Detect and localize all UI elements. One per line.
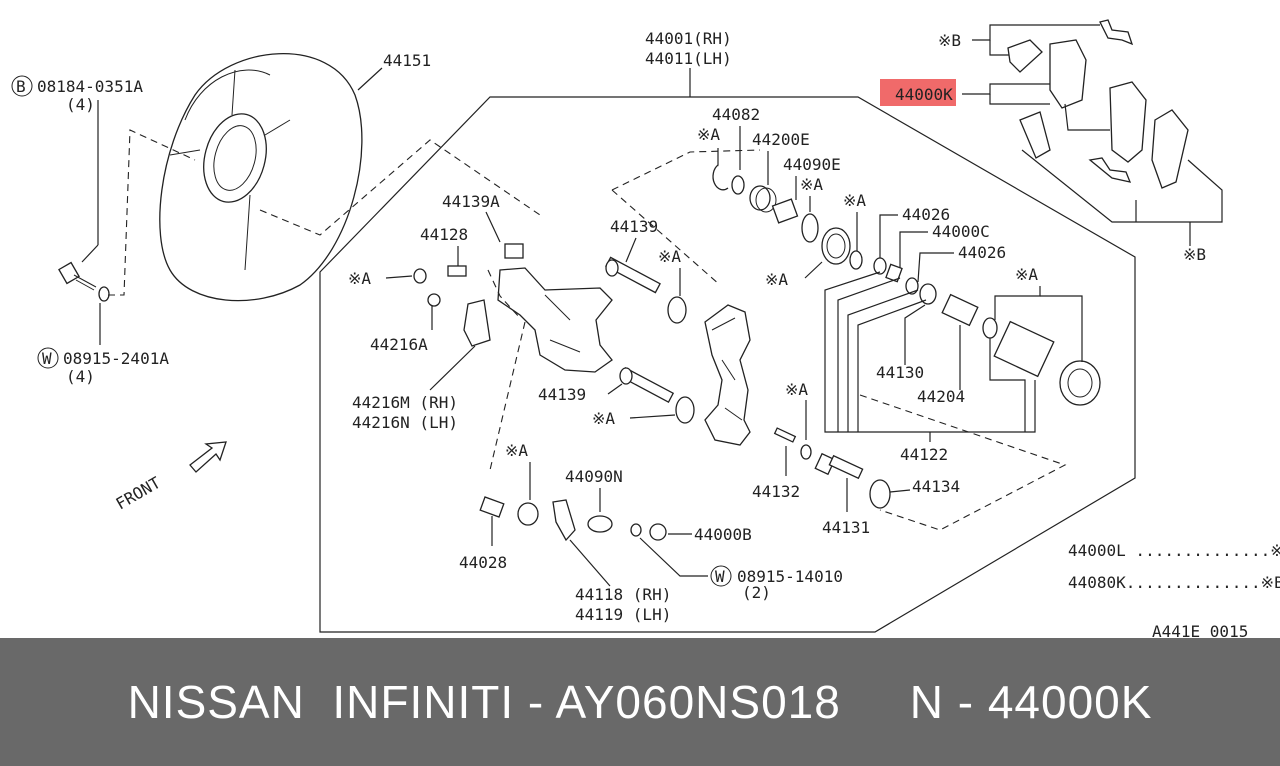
bolt-44131	[814, 452, 864, 480]
label-44139-bot: 44139	[538, 385, 586, 404]
mark-a-7: ※A	[658, 247, 681, 266]
washer-08915-14010	[630, 523, 642, 537]
bleeder-44028	[479, 496, 539, 526]
pad-shims	[1007, 19, 1189, 189]
guide-pin-top	[605, 256, 687, 324]
label-44204: 44204	[917, 387, 965, 406]
mark-a-9: ※A	[785, 380, 808, 399]
mark-b-2: ※B	[1183, 245, 1206, 264]
mark-b-1: ※B	[938, 31, 961, 50]
label-44082: 44082	[712, 105, 760, 124]
label-44139a: 44139A	[442, 192, 500, 211]
washer-part	[98, 286, 110, 302]
seal-parts-row	[712, 164, 851, 265]
bolt-circle-b: B	[16, 77, 26, 96]
label-44000b: 44000B	[694, 525, 752, 544]
label-caliper-lh: 44011(LH)	[645, 49, 732, 68]
front-arrow-icon	[189, 441, 227, 473]
label-44132: 44132	[752, 482, 800, 501]
banner-text: NISSAN INFINITI - AY060NS018 N - 44000K	[127, 676, 1153, 728]
cap-44134	[869, 479, 891, 509]
legend-44000l: 44000L ..............※A	[1068, 541, 1280, 560]
label-44130: 44130	[876, 363, 924, 382]
mark-a-8: ※A	[592, 409, 615, 428]
label-44216n: 44216N (LH)	[352, 413, 458, 432]
label-bolt-08184: 08184-0351A	[37, 77, 143, 96]
label-44128: 44128	[420, 225, 468, 244]
label-44216m: 44216M (RH)	[352, 393, 458, 412]
nut-44000b	[649, 523, 667, 541]
bleeder-44128	[447, 243, 524, 277]
label-44216a: 44216A	[370, 335, 428, 354]
label-44139-top: 44139	[610, 217, 658, 236]
backing-plate-44151	[159, 53, 363, 302]
spring-44090n	[587, 515, 613, 533]
seal-ring	[849, 250, 863, 270]
mark-a-4: ※A	[765, 270, 788, 289]
mark-a-1: ※A	[697, 125, 720, 144]
label-44000k: 44000K	[895, 85, 953, 104]
washer2-circle-w: W	[715, 567, 725, 586]
bracket-44118	[552, 499, 576, 542]
mark-a-2: ※A	[800, 175, 823, 194]
label-bolt-qty: (4)	[66, 95, 95, 114]
diagram-code: A441E 0015	[1152, 622, 1248, 638]
caliper-body	[704, 304, 751, 446]
guide-pin-bottom	[619, 367, 695, 424]
pin-44132	[773, 427, 797, 443]
o-ring-44132	[800, 444, 812, 460]
label-caliper-rh: 44001(RH)	[645, 29, 732, 48]
part-banner: NISSAN INFINITI - AY060NS018 N - 44000K	[0, 638, 1280, 766]
mark-a-5: ※A	[1015, 265, 1038, 284]
label-washer-08915-14010: 08915-14010	[737, 567, 843, 586]
label-44119: 44119 (LH)	[575, 605, 671, 624]
washer-circle-w: W	[42, 349, 52, 368]
label-44026-a: 44026	[902, 205, 950, 224]
piston-parts	[941, 293, 1101, 406]
label-44151: 44151	[383, 51, 431, 70]
legend-44080k: 44080K..............※B	[1068, 573, 1280, 592]
torque-member	[497, 267, 613, 373]
label-44122: 44122	[900, 445, 948, 464]
label-washer-qty: (4)	[66, 367, 95, 386]
small-seals	[873, 257, 937, 305]
mark-a-6: ※A	[348, 269, 371, 288]
label-44134: 44134	[912, 477, 960, 496]
mark-a-10: ※A	[505, 441, 528, 460]
mark-a-3: ※A	[843, 191, 866, 210]
highlight-44000k	[880, 79, 956, 106]
caliper-assembly-outline	[319, 96, 1136, 633]
parts-diagram: 44151 B 08184-0351A (4) W 08915-2401A (4…	[11, 19, 1280, 638]
bleeder-cap	[413, 268, 427, 284]
label-44090n: 44090N	[565, 467, 623, 486]
label-44131: 44131	[822, 518, 870, 537]
label-44000c: 44000C	[932, 222, 990, 241]
label-44028: 44028	[459, 553, 507, 572]
label-washer-08915: 08915-2401A	[63, 349, 169, 368]
label-44118: 44118 (RH)	[575, 585, 671, 604]
bolt-part	[58, 261, 97, 291]
label-44026-b: 44026	[958, 243, 1006, 262]
label-washer2-qty: (2)	[742, 583, 771, 602]
label-44090e: 44090E	[783, 155, 841, 174]
front-label: FRONT	[113, 473, 165, 514]
label-44200e: 44200E	[752, 130, 810, 149]
pad-clip-44216a	[427, 293, 491, 347]
